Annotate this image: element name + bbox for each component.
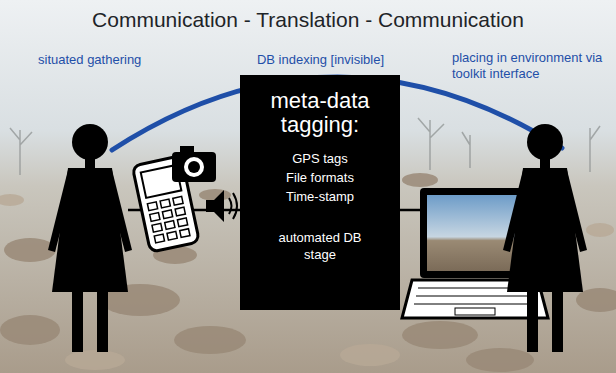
tagging-box: meta-data tagging: GPS tagsFile formatsTi… — [240, 75, 400, 310]
person-figure — [48, 124, 132, 352]
person-figure — [503, 124, 587, 352]
link-line — [398, 209, 422, 212]
box-text: File formats — [286, 170, 354, 187]
speaker-icon — [206, 190, 237, 222]
box-text: GPS tags — [292, 151, 348, 168]
diagram-title: Communication - Translation - Communicat… — [0, 8, 616, 32]
stage-label: placing in environment via toolkit inter… — [452, 50, 610, 83]
box-text: automated DB stage — [270, 230, 370, 264]
phone-icon — [132, 156, 199, 252]
stage-label: situated gathering — [38, 52, 198, 68]
camera-icon — [172, 146, 216, 182]
box-heading: meta-data tagging: — [248, 89, 392, 137]
box-text: Time-stamp — [286, 189, 354, 206]
stage-label: DB indexing [invisible] — [238, 52, 403, 68]
